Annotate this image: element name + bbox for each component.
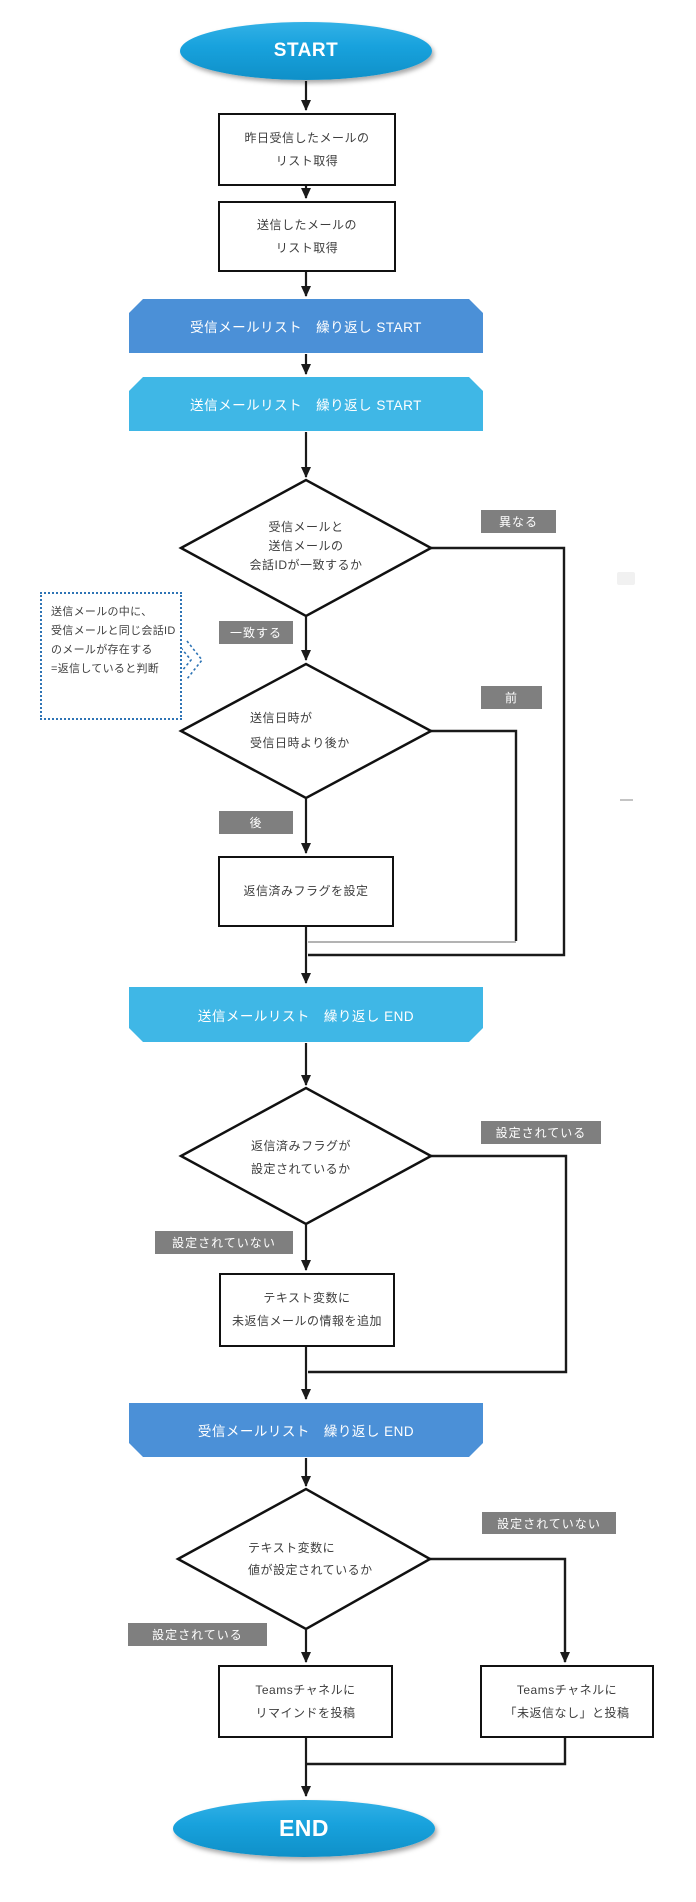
process-set-replied-flag: 返信済みフラグを設定 — [218, 856, 394, 927]
screen-artifacts — [617, 572, 635, 801]
decision-text-var-set-text: テキスト変数に 値が設定されているか — [248, 1541, 373, 1577]
end-label: END — [278, 1815, 330, 1841]
branch-routing-lines — [307, 546, 570, 1766]
note-line: 送信メールの中に、 — [51, 606, 153, 618]
loop-banner-label: 送信メールリスト 繰り返し START — [190, 398, 422, 413]
process-text-line: Teamsチャネルに — [255, 1682, 356, 1697]
branch-label-text-set: 設定されている — [128, 1623, 267, 1646]
branch-text-not-set-path — [428, 1557, 570, 1663]
decision-replied-flag-set-shape — [178, 1086, 434, 1226]
decision-diamonds — [175, 478, 434, 1631]
branch-label-match: 一致する — [219, 621, 293, 644]
process-text-line: 「未返信なし」と投稿 — [504, 1705, 630, 1720]
process-post-remind: Teamsチャネルに リマインドを投稿 — [218, 1665, 393, 1738]
note-line: 受信メールと同じ会話ID — [51, 625, 176, 637]
note-callout: 送信メールの中に、 受信メールと同じ会話ID のメールが存在する =返信している… — [40, 592, 182, 720]
process-text-line: リマインドを投稿 — [255, 1705, 356, 1720]
process-post-no-unreplied: Teamsチャネルに 「未返信なし」と投稿 — [480, 1665, 654, 1738]
branch-label-before: 前 — [481, 686, 542, 709]
process-text-line: 返信済みフラグを設定 — [243, 884, 369, 898]
terminator-start: START — [180, 22, 432, 80]
process-text-line: 未返信メールの情報を追加 — [231, 1314, 382, 1328]
loop-banner-sent-start: 送信メールリスト 繰り返し START — [129, 377, 483, 431]
branch-before-path — [430, 729, 518, 941]
process-fetch-sent-list: 送信したメールの リスト取得 — [218, 201, 396, 272]
decision-sent-after-received-shape — [178, 662, 434, 800]
process-text-line: テキスト変数に — [263, 1291, 351, 1305]
loop-banner-received-start: 受信メールリスト 繰り返し START — [129, 299, 483, 353]
decision-conversation-match-text: 受信メールと 送信メールの 会話IDが一致するか — [249, 520, 363, 572]
branch-label-flag-not-set: 設定されていない — [155, 1231, 293, 1254]
decision-sent-after-received-text: 送信日時が 受信日時より後か — [250, 711, 350, 750]
process-append-unreplied-info: テキスト変数に 未返信メールの情報を追加 — [219, 1273, 395, 1347]
loop-banner-label: 送信メールリスト 繰り返し END — [197, 1008, 415, 1024]
decision-conversation-match-shape — [178, 478, 434, 618]
process-text-line: 昨日受信したメールの — [244, 130, 370, 145]
branch-different-path — [308, 546, 566, 957]
process-text-line: リスト取得 — [275, 240, 339, 255]
branch-label-after: 後 — [219, 811, 293, 834]
branch-label-flag-set: 設定されている — [481, 1121, 601, 1144]
terminator-end: END — [173, 1800, 435, 1857]
loop-banner-received-end: 受信メールリスト 繰り返し END — [129, 1403, 483, 1457]
decision-replied-flag-set-text: 返信済みフラグが 設定されているか — [251, 1139, 352, 1176]
loop-banner-sent-end: 送信メールリスト 繰り返し END — [129, 987, 483, 1042]
loop-banner-label: 受信メールリスト 繰り返し START — [190, 320, 422, 335]
process-fetch-received-list: 昨日受信したメールの リスト取得 — [218, 113, 396, 186]
loop-banner-label: 受信メールリスト 繰り返し END — [197, 1424, 415, 1439]
note-pointer-icon — [180, 640, 204, 680]
decision-text-var-set-shape — [175, 1487, 433, 1631]
process-text-line: リスト取得 — [275, 153, 339, 168]
branch-label-different: 異なる — [481, 510, 556, 533]
note-line: のメールが存在する — [51, 644, 153, 656]
process-text-line: Teamsチャネルに — [516, 1682, 618, 1697]
branch-label-text-not-set: 設定されていない — [482, 1512, 616, 1534]
note-line: =返信していると判断 — [51, 663, 160, 675]
no-unreplied-merge-path — [307, 1735, 567, 1766]
branch-flag-set-path — [308, 1154, 568, 1374]
start-label: START — [273, 40, 339, 61]
process-text-line: 送信したメールの — [256, 217, 357, 232]
